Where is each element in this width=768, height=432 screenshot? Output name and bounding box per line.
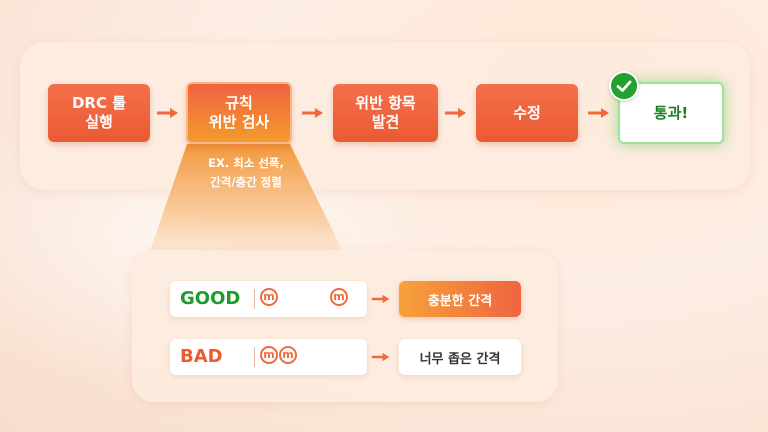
good-example-card: GOOD m m xyxy=(170,281,367,317)
arrow-right-icon xyxy=(157,108,178,118)
arrow-right-icon xyxy=(445,108,466,118)
bad-result: 너무 좁은 간격 xyxy=(399,339,521,375)
good-label: GOOD xyxy=(180,288,241,309)
step-label: 수정 xyxy=(513,103,541,122)
step-violation-found: 위반 항목 발견 xyxy=(333,84,438,142)
step-label: 규칙 위반 검사 xyxy=(208,94,270,131)
metal-line-icon: m xyxy=(279,346,297,364)
step-label: DRC 툴 실행 xyxy=(71,94,127,131)
step-run-drc-tool: DRC 툴 실행 xyxy=(48,84,150,142)
step-rule-check: 규칙 위반 검사 xyxy=(186,82,292,144)
metal-line-icon: m xyxy=(260,346,278,364)
check-circle-icon xyxy=(609,71,639,101)
step-fix: 수정 xyxy=(476,84,578,142)
examples-panel xyxy=(132,250,558,402)
metal-line-icon: m xyxy=(260,288,278,306)
step-pass: 통과! xyxy=(618,82,724,144)
step-label: 위반 항목 발견 xyxy=(355,94,416,131)
divider xyxy=(254,289,255,309)
metal-line-icon: m xyxy=(330,288,348,306)
divider xyxy=(254,347,255,367)
step-label: 통과! xyxy=(653,103,689,122)
bad-label: BAD xyxy=(180,346,223,367)
rule-example-note: EX. 최소 선폭, 간격/층간 정렬 xyxy=(208,156,284,189)
arrow-right-icon xyxy=(371,352,390,362)
arrow-right-icon xyxy=(302,108,323,118)
good-result: 충분한 간격 xyxy=(399,281,521,317)
arrow-right-icon xyxy=(371,294,390,304)
bad-example-card: BAD m m xyxy=(170,339,367,375)
arrow-right-icon xyxy=(588,108,609,118)
